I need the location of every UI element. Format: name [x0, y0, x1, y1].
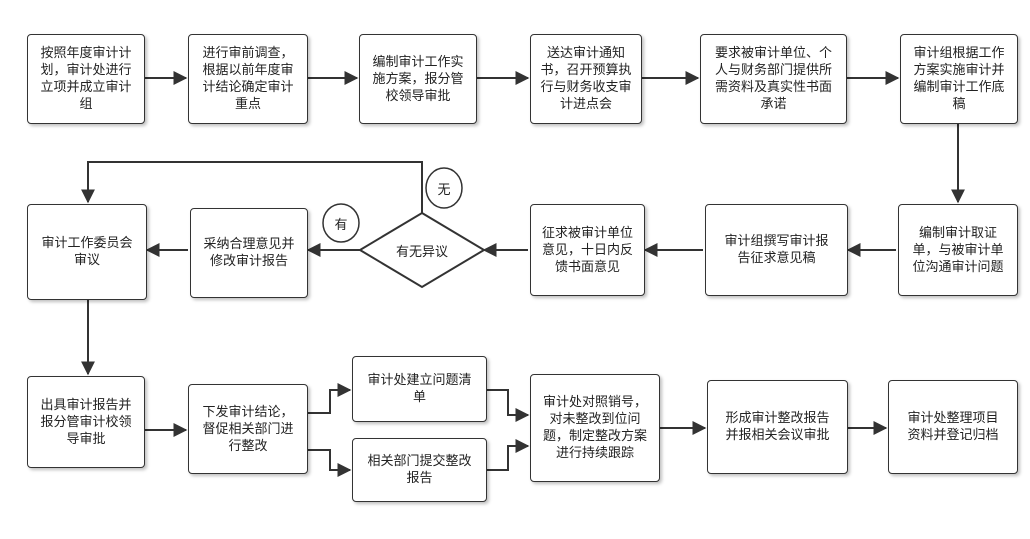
- step-pre-audit-survey: 进行审前调查， 根据以前年度审 计结论确定审计 重点: [188, 34, 308, 124]
- step-rectification-report: 相关部门提交整改 报告: [352, 438, 487, 502]
- no-ellipse: [425, 167, 463, 209]
- step-track-rectification: 审计处对照销号， 对未整改到位问 题，制定整改方案 进行持续跟踪: [530, 374, 660, 482]
- arrow-14b-15: [487, 439, 530, 471]
- step-problem-list: 审计处建立问题清 单: [352, 356, 487, 422]
- step-committee-review: 审计工作委员会 审议: [27, 204, 147, 300]
- step-request-materials: 要求被审计单位、个 人与财务部门提供所 需资料及真实性书面 承诺: [700, 34, 847, 124]
- step-revise-report: 采纳合理意见并 修改审计报告: [190, 208, 308, 298]
- yes-ellipse: [322, 203, 360, 243]
- arrow-14a-15: [487, 389, 530, 422]
- step-establish-audit-team: 按照年度审计计 划，审计处进行 立项并成立审计 组: [27, 34, 145, 124]
- decision-label: 有无异议: [395, 244, 448, 260]
- yes-label: 有: [334, 217, 348, 233]
- arrow-decision-no: [81, 161, 423, 213]
- arrow-13-14b: [308, 449, 352, 477]
- step-issue-conclusion: 下发审计结论， 督促相关部门进 行整改: [188, 384, 308, 474]
- step-draft-report: 审计组撰写审计报 告征求意见稿: [705, 204, 848, 296]
- step-archive: 审计处整理项目 资料并登记归档: [888, 380, 1018, 474]
- decision-diamond: [358, 211, 486, 289]
- step-implementation-plan: 编制审计工作实 施方案，报分管 校领导审批: [359, 34, 477, 124]
- step-audit-notice: 送达审计通知 书，召开预算执 行与财务收支审 计进点会: [530, 34, 642, 124]
- step-issue-report: 出具审计报告并 报分管审计校领 导审批: [27, 376, 145, 468]
- no-label: 无: [437, 182, 451, 198]
- step-evidence-sheet: 编制审计取证 单，与被审计单 位沟通审计问题: [898, 204, 1018, 296]
- step-working-papers: 审计组根据工作 方案实施审计并 编制审计工作底 稿: [900, 34, 1018, 124]
- step-rectification-summary: 形成审计整改报告 并报相关会议审批: [707, 380, 848, 474]
- step-solicit-opinions: 征求被审计单位 意见，十日内反 馈书面意见: [530, 204, 645, 296]
- arrow-13-14a: [308, 383, 352, 414]
